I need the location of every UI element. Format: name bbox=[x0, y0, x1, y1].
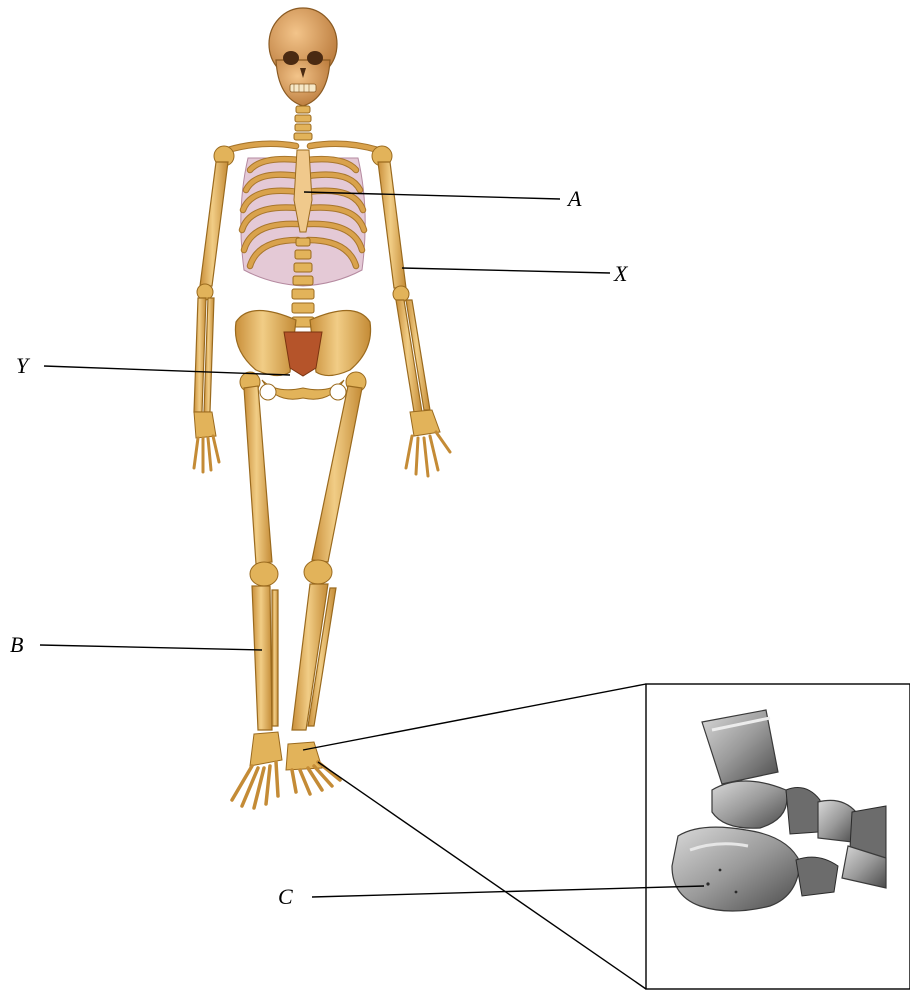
zoom-line-top bbox=[303, 684, 646, 750]
spine bbox=[292, 238, 314, 327]
label-a: A bbox=[566, 186, 582, 211]
label-b: B bbox=[10, 632, 23, 657]
label-b-group: B bbox=[10, 632, 262, 657]
left-leg bbox=[232, 386, 282, 808]
left-arm bbox=[194, 162, 228, 472]
leader-line-b bbox=[40, 645, 262, 650]
leader-line-x bbox=[402, 268, 610, 273]
right-arm bbox=[378, 162, 450, 476]
zoom-line-bottom bbox=[318, 762, 646, 989]
skull bbox=[269, 8, 337, 106]
label-c-group: C bbox=[278, 884, 704, 909]
label-x-group: X bbox=[402, 261, 629, 286]
foot-detail-inset bbox=[303, 684, 910, 989]
label-x: X bbox=[613, 261, 629, 286]
label-c: C bbox=[278, 884, 293, 909]
skeleton-figure bbox=[194, 8, 450, 808]
leader-line-c bbox=[312, 886, 704, 897]
cervical-vertebrae bbox=[294, 106, 312, 140]
label-y: Y bbox=[16, 353, 31, 378]
right-leg bbox=[286, 386, 362, 794]
